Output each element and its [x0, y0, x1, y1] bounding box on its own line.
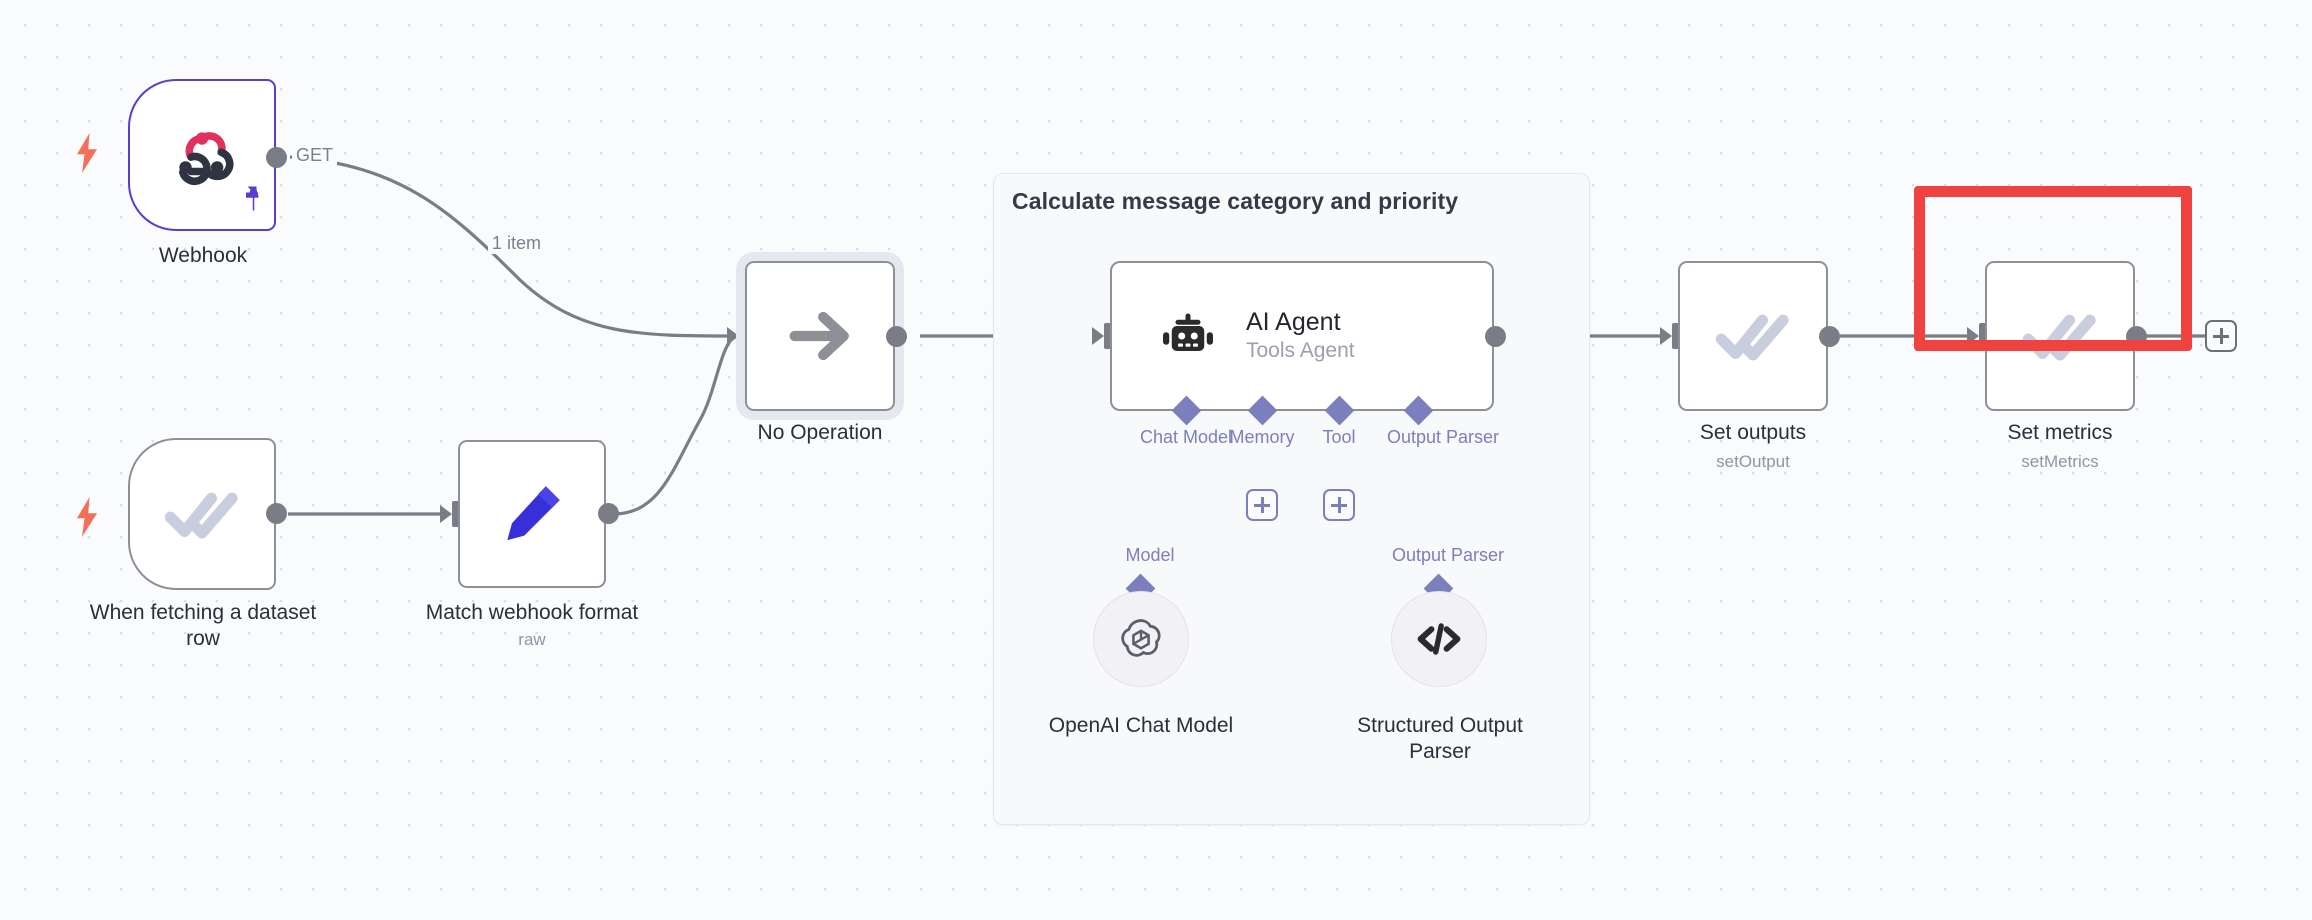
- node-label-set-metrics: Set metrics: [2007, 421, 2113, 444]
- node-set-outputs[interactable]: [1678, 261, 1828, 411]
- node-label-set-outputs: Set outputs: [1699, 421, 1807, 444]
- node-openai-chat-model[interactable]: [1093, 591, 1189, 687]
- no-operation-input-arrow: [727, 327, 739, 345]
- ai-agent-input-port[interactable]: [1104, 323, 1114, 349]
- plus-vertical: [1260, 497, 1264, 513]
- pin-icon: [240, 185, 264, 220]
- add-node-button[interactable]: [2205, 320, 2237, 352]
- set-outputs-input-arrow: [1660, 327, 1672, 345]
- set-outputs-output-port[interactable]: [1819, 326, 1840, 347]
- node-sublabel-set-metrics: setMetrics: [2021, 452, 2099, 471]
- set-outputs-input-port[interactable]: [1672, 323, 1682, 349]
- set-metrics-input-arrow: [1967, 327, 1979, 345]
- ai-agent-subtitle: Tools Agent: [1246, 338, 1355, 362]
- node-no-operation[interactable]: [745, 261, 895, 411]
- set-metrics-output-port[interactable]: [2126, 326, 2147, 347]
- node-ai-agent[interactable]: AI Agent Tools Agent: [1110, 261, 1494, 411]
- node-match-webhook-format[interactable]: [458, 440, 606, 588]
- double-check-icon: [2022, 314, 2096, 361]
- webhook-icon: [178, 132, 234, 186]
- ai-agent-input-arrow: [1092, 327, 1104, 345]
- sub-connector-label-output-parser: Output Parser: [1391, 545, 1505, 565]
- sub-connector-label-model: Model: [1125, 545, 1175, 565]
- node-sublabel-set-outputs: setOutput: [1716, 452, 1790, 471]
- node-structured-output-parser[interactable]: [1391, 591, 1487, 687]
- node-when-fetching-a-dataset-row[interactable]: [128, 438, 276, 590]
- node-label-no-operation: No Operation: [757, 421, 883, 444]
- double-check-icon: [1715, 314, 1789, 361]
- pencil-icon: [507, 486, 560, 541]
- arrow-right-icon: [789, 311, 849, 361]
- code-brackets-icon: [1417, 623, 1461, 655]
- plus-vertical: [2219, 328, 2223, 344]
- match-webhook-input-port[interactable]: [452, 501, 462, 527]
- node-label-webhook: Webhook: [158, 244, 248, 267]
- connector-label-memory: Memory: [1229, 427, 1295, 447]
- set-metrics-input-port[interactable]: [1979, 323, 1989, 349]
- no-operation-output-port[interactable]: [886, 326, 907, 347]
- node-label-structured-output-parser: Structured Output Parser: [1357, 714, 1523, 764]
- node-set-metrics[interactable]: [1985, 261, 2135, 411]
- ai-agent-output-port[interactable]: [1485, 326, 1506, 347]
- node-sublabel-match-webhook-format: raw: [518, 630, 546, 649]
- no-operation-input-port[interactable]: [739, 323, 749, 349]
- match-webhook-output-port[interactable]: [598, 503, 619, 524]
- node-label-when-fetching-a-dataset-row: When fetching a dataset row: [89, 601, 317, 651]
- plus-vertical: [1337, 497, 1341, 513]
- add-memory-button[interactable]: [1246, 489, 1278, 521]
- connector-label-output-parser: Output Parser: [1386, 427, 1500, 447]
- add-tool-button[interactable]: [1323, 489, 1355, 521]
- match-webhook-input-arrow: [440, 505, 452, 523]
- ai-agent-title: AI Agent: [1246, 308, 1341, 337]
- node-label-openai-chat-model: OpenAI Chat Model: [1048, 714, 1234, 737]
- openai-icon: [1121, 619, 1161, 657]
- dataset-row-output-port[interactable]: [266, 503, 287, 524]
- webhook-output-port[interactable]: [266, 147, 287, 168]
- connector-label-chat-model: Chat Model: [1139, 427, 1233, 447]
- connector-label-tool: Tool: [1322, 427, 1356, 447]
- edge-label-get: GET: [292, 145, 338, 166]
- group-title: Calculate message category and priority: [1012, 188, 1459, 214]
- trigger-bolt-icon: [72, 132, 102, 179]
- edge-label-1-item: 1 item: [488, 233, 546, 254]
- robot-icon: [1163, 313, 1213, 351]
- node-webhook[interactable]: [128, 79, 276, 231]
- node-label-match-webhook-format: Match webhook format: [425, 601, 639, 624]
- double-check-icon: [164, 492, 238, 539]
- trigger-bolt-icon-2: [72, 496, 102, 543]
